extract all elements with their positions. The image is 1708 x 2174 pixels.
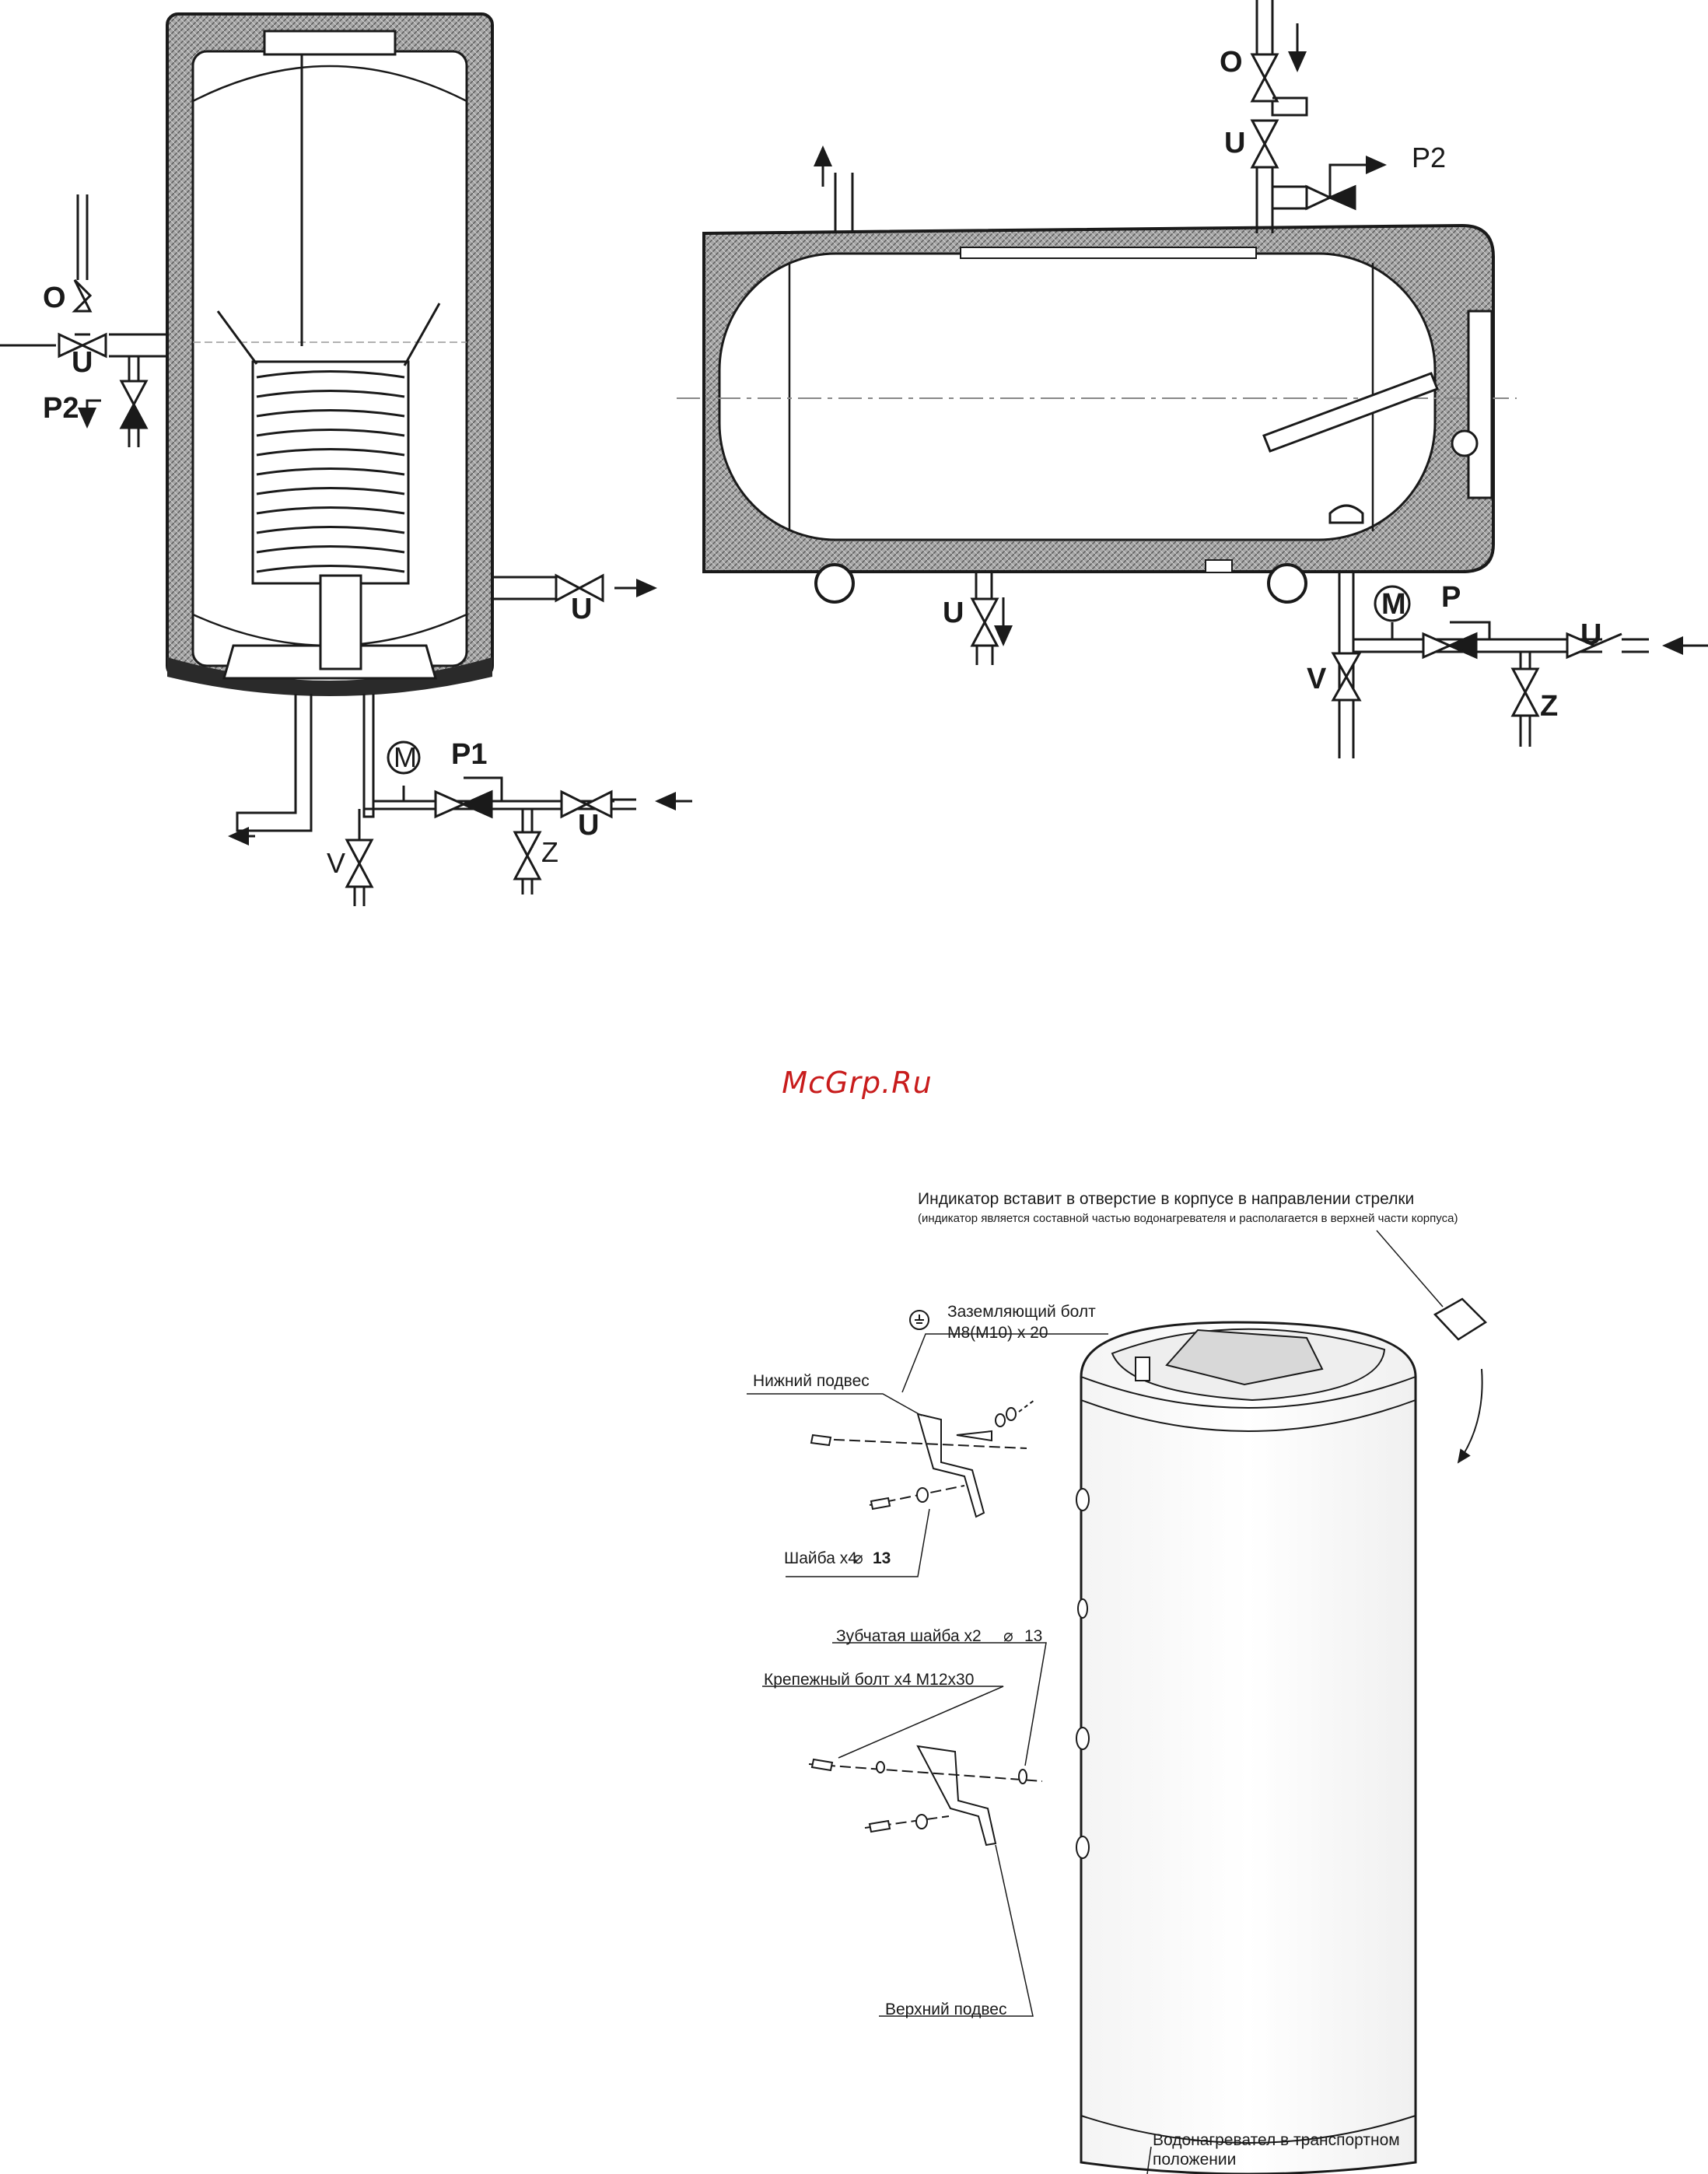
- indicator-icon: [1433, 1297, 1487, 1341]
- vertical-heater-piping: [0, 194, 692, 906]
- upper-bracket-label: Верхний подвес: [885, 2001, 1006, 2018]
- watermark: McGrp.Ru: [782, 1066, 933, 1100]
- horizontal-heater-casing: [677, 223, 1517, 604]
- mount-bolt-label: Крепежный болт x4 M12x30: [764, 1671, 974, 1689]
- horizontal-heater-piping: [814, 0, 1708, 758]
- vertical-heater: O U P2 U M P1 U V Z: [0, 12, 692, 906]
- valve-label-u-outlet: U: [571, 593, 592, 625]
- valve-label-u-top: U: [1224, 127, 1245, 159]
- indicator-title: Индикатор вставит в отверстие в корпусе …: [918, 1190, 1414, 1208]
- gauge-label-m: M: [394, 741, 417, 773]
- transport-label-1: Водонагревател в транспортном: [1153, 2131, 1400, 2149]
- valve-label-p: P: [1441, 581, 1461, 614]
- diameter-icon: ⌀: [1003, 1627, 1013, 1645]
- valve-label-v: V: [1307, 663, 1327, 695]
- vertical-heater-coil: [216, 54, 441, 670]
- indicator-callout: Индикатор вставит в отверстие в корпусе …: [918, 1190, 1487, 1464]
- valve-label-u-bottom: U: [943, 597, 964, 629]
- valve-label-p1: P1: [451, 738, 487, 771]
- toothed-washer-size-label: 13: [1024, 1627, 1042, 1645]
- toothed-washer-label: Зубчатая шайба x2: [836, 1627, 982, 1645]
- diameter-icon: ⌀: [853, 1549, 863, 1567]
- upper-bracket-assembly: [808, 1745, 1043, 1847]
- vertical-heater-labels: O U P2 U M P1 U V Z: [43, 282, 599, 879]
- callout-leaders: [747, 1333, 1152, 2174]
- lower-bracket-label: Нижний подвес: [753, 1372, 870, 1390]
- valve-label-v: V: [327, 847, 345, 879]
- ground-bolt-label-2: M8(M10) x 20: [947, 1324, 1048, 1342]
- valve-label-u-supply: U: [578, 809, 599, 842]
- transport-label-2: положении: [1153, 2151, 1236, 2169]
- valve-label-u-supply: U: [1580, 618, 1601, 651]
- lower-bracket-assembly: [810, 1310, 1035, 1518]
- valve-label-z: Z: [1540, 690, 1558, 723]
- horizontal-heater: O U P2 U M P U V Z: [677, 0, 1708, 758]
- washer-size-label: 13: [873, 1549, 891, 1567]
- assembly-labels: Заземляющий болт M8(M10) x 20 Нижний под…: [753, 1303, 1400, 2169]
- assembly-drawing: Индикатор вставит в отверстие в корпусе …: [747, 1190, 1487, 2174]
- valve-label-p2: P2: [43, 392, 79, 425]
- indicator-note: (индикатор является составной частью вод…: [918, 1212, 1458, 1225]
- valve-label-o: O: [1220, 46, 1243, 79]
- valve-label-p2: P2: [1412, 142, 1446, 173]
- gauge-label-m: M: [1381, 588, 1406, 621]
- valve-label-z: Z: [541, 836, 558, 868]
- valve-label-o: O: [43, 282, 66, 314]
- horizontal-heater-labels: O U P2 U M P U V Z: [943, 46, 1601, 723]
- ground-bolt-label-1: Заземляющий болт: [947, 1303, 1096, 1321]
- valve-label-u-inlet: U: [72, 346, 93, 379]
- washer-label: Шайба x4: [784, 1549, 857, 1567]
- water-heater-cylinder: [1076, 1321, 1417, 2174]
